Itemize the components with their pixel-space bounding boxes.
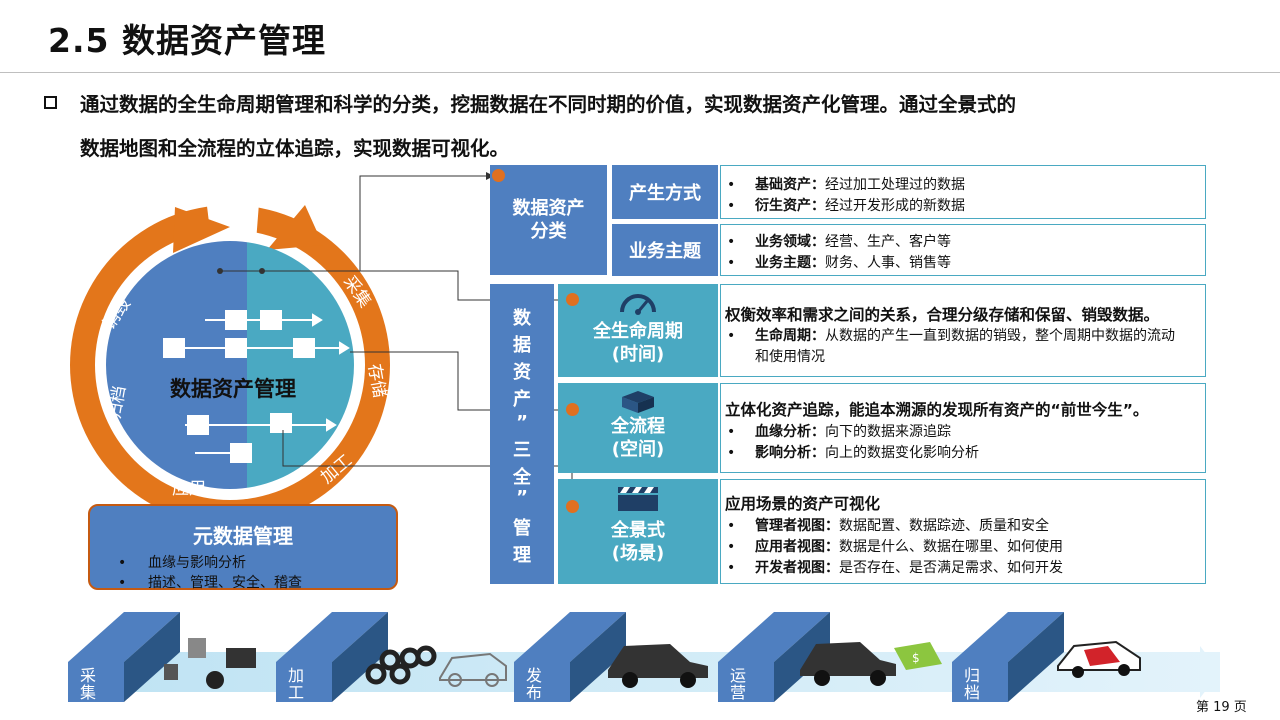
business-topic-label: 业务主题 bbox=[612, 224, 718, 276]
stage-label-apply: 应用 bbox=[172, 479, 206, 499]
price-tag-icon: $ bbox=[894, 642, 942, 670]
page-number: 第 19 页 bbox=[1196, 700, 1247, 715]
intro-text-line-1: 通过数据的全生命周期管理和科学的分类，挖掘数据在不同时期的价值，实现数据资产化管… bbox=[80, 93, 1017, 116]
process-stage-blocks bbox=[68, 612, 1064, 702]
page-title: 2.5 数据资产管理 bbox=[48, 21, 326, 60]
intro-text-line-2: 数据地图和全流程的立体追踪，实现数据可视化。 bbox=[80, 137, 510, 160]
full-lifecycle-desc: 权衡效率和需求之间的关系，合理分级存储和保留、销毁数据。 •生命周期：从数据的产… bbox=[720, 284, 1206, 377]
title-divider bbox=[0, 72, 1280, 73]
process-stage-publish: 发布 bbox=[525, 666, 542, 702]
cycle-arrow-right-icon bbox=[267, 205, 323, 250]
car-icon bbox=[800, 642, 896, 686]
square-bullet-icon bbox=[44, 96, 57, 109]
center-title: 数据资产管理 bbox=[170, 377, 296, 401]
car-icon bbox=[608, 644, 708, 688]
full-lifecycle-box: 全生命周期 (时间) bbox=[558, 284, 718, 377]
orange-marker bbox=[566, 403, 579, 416]
car-frame-icon bbox=[439, 652, 507, 687]
metadata-item: •血缘与影响分析 bbox=[118, 555, 246, 571]
orange-marker bbox=[566, 293, 579, 306]
process-stage-archive: 归档 bbox=[963, 666, 980, 702]
recycled-car-icon bbox=[1057, 640, 1141, 678]
svg-text:$: $ bbox=[912, 651, 920, 665]
wheels-icon bbox=[365, 645, 437, 685]
cycle-arrow-left-icon bbox=[173, 207, 230, 253]
metadata-management-box: 元数据管理 •血缘与影响分析 •描述、管理、安全、稽查 bbox=[88, 504, 398, 591]
clapperboard-icon bbox=[618, 487, 658, 511]
lifecycle-diagram bbox=[70, 195, 390, 505]
panoramic-desc: 应用场景的资产可视化 •管理者视图：数据配置、数据踪迹、质量和安全 •应用者视图… bbox=[720, 479, 1206, 584]
generation-method-desc: •基础资产：经过加工处理过的数据 •衍生资产：经过开发形成的新数据 bbox=[720, 165, 1206, 219]
full-process-desc: 立体化资产追踪，能追本溯源的发现所有资产的“前世今生”。 •血缘分析：向下的数据… bbox=[720, 383, 1206, 473]
process-stage-process: 加工 bbox=[287, 666, 304, 702]
orange-marker bbox=[566, 500, 579, 513]
business-topic-desc: •业务领域：经营、生产、客户等 •业务主题：财务、人事、销售等 bbox=[720, 224, 1206, 276]
cube-icon bbox=[622, 391, 654, 413]
orange-marker bbox=[492, 169, 505, 182]
generation-method-label: 产生方式 bbox=[612, 165, 718, 219]
process-stage-collect: 采集 bbox=[79, 666, 96, 702]
process-stage-operate: 运营 bbox=[729, 666, 746, 702]
full-process-box: 全流程 (空间) bbox=[558, 383, 718, 473]
metadata-item: •描述、管理、安全、稽查 bbox=[118, 575, 302, 591]
speedometer-icon bbox=[620, 294, 656, 315]
process-flow: $ bbox=[68, 612, 1220, 702]
metadata-title: 元数据管理 bbox=[193, 524, 293, 548]
asset-classification-box: 数据资产分类 bbox=[490, 165, 607, 275]
panoramic-box: 全景式 (场景) bbox=[558, 479, 718, 584]
data-nodes bbox=[163, 310, 315, 463]
parts-icon bbox=[164, 638, 256, 689]
three-all-management-box: 数 据 资 产 ” 三 全 ” 管 理 bbox=[490, 284, 554, 584]
